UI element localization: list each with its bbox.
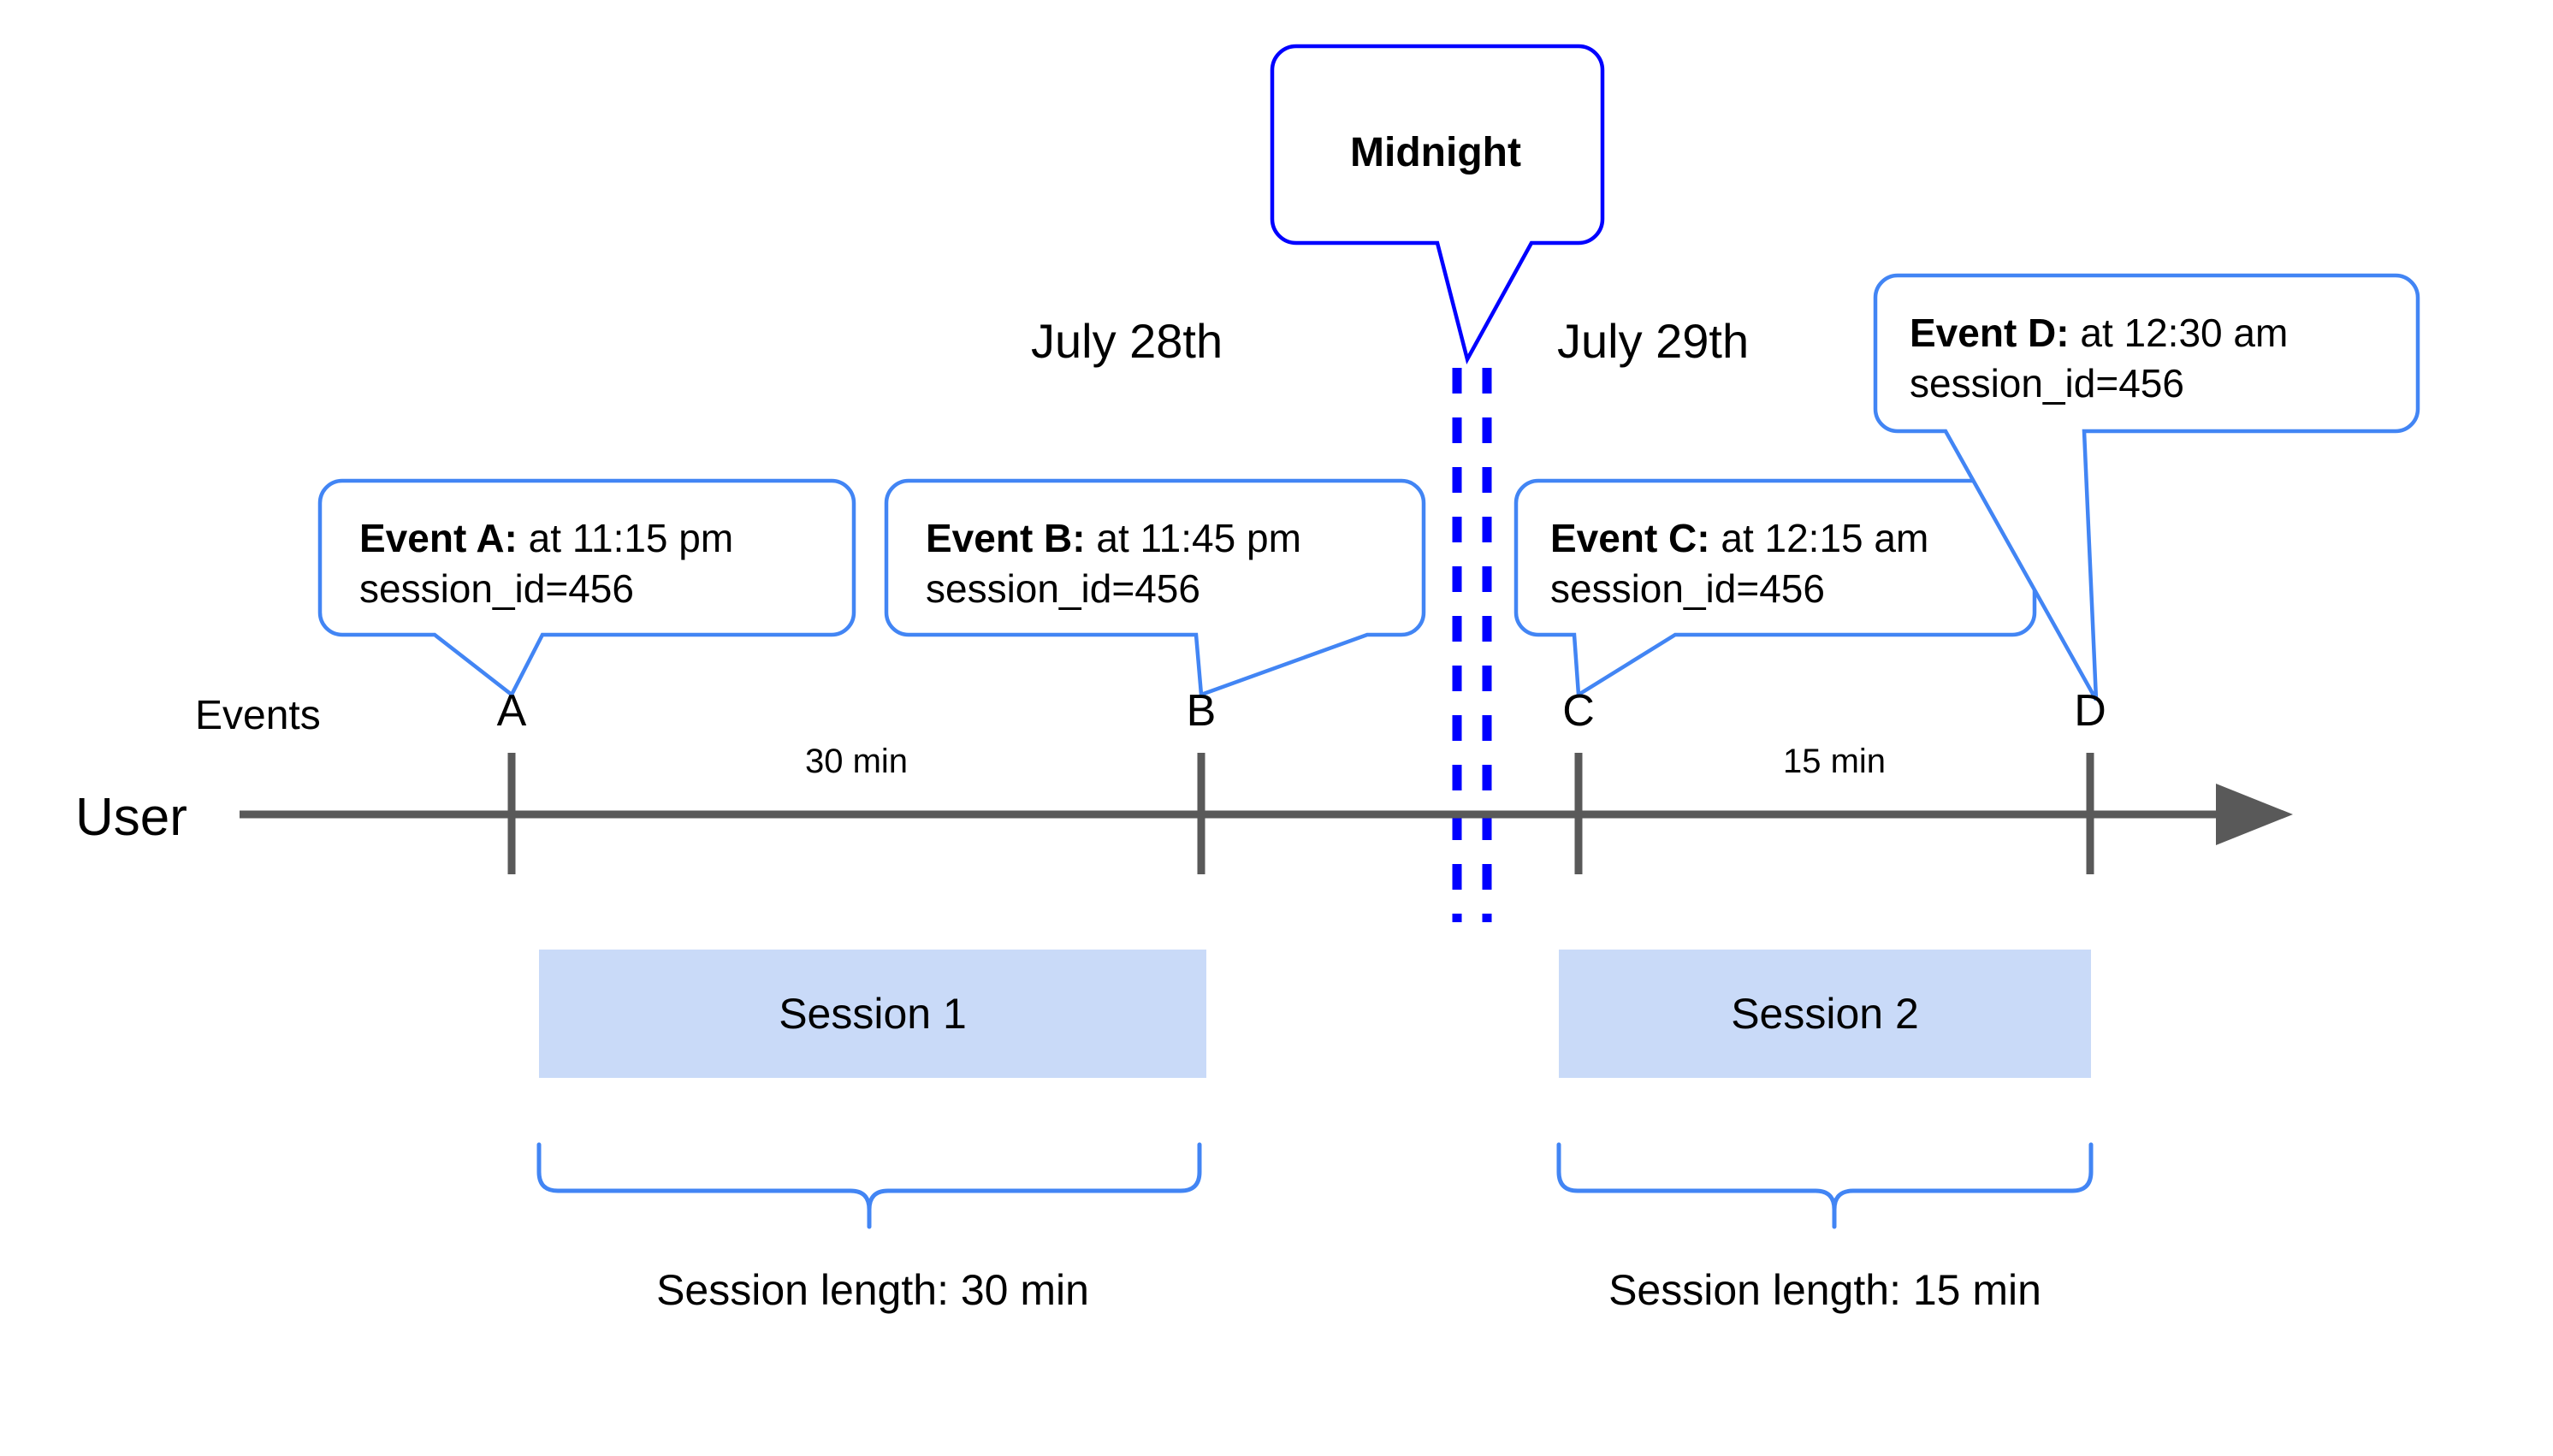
event-b-time: at 11:45 pm [1085, 516, 1301, 560]
event-a-title: Event A: [359, 516, 518, 560]
event-b-detail: session_id=456 [926, 565, 1200, 611]
midnight-callout-shape [1270, 44, 1605, 365]
session-2-length-label: Session length: 15 min [1608, 1266, 2041, 1314]
event-c-time: at 12:15 am [1709, 516, 1929, 560]
session-2-brace [1556, 1142, 2094, 1229]
session-1-brace [536, 1142, 1202, 1229]
event-b-title: Event B: [926, 516, 1086, 560]
event-a-detail: session_id=456 [359, 565, 634, 611]
event-a-time: at 11:15 pm [517, 516, 734, 560]
marker-label-c: C [1562, 686, 1595, 736]
midnight-dashed-lines [1452, 368, 1492, 922]
event-a-callout-text: Event A: at 11:15 pm session_id=456 [359, 513, 733, 614]
events-row-label: Events [195, 693, 321, 738]
session-2-bar-label: Session 2 [1731, 990, 1919, 1038]
event-b-callout-text: Event B: at 11:45 pm session_id=456 [926, 513, 1301, 614]
gap-label-15min: 15 min [1782, 743, 1887, 780]
gap-label-30min: 30 min [804, 743, 909, 780]
marker-label-b: B [1186, 686, 1217, 736]
session-1-bar-label: Session 1 [779, 990, 967, 1038]
event-d-title: Event D: [1910, 311, 2070, 355]
event-d-time: at 12:30 am [2069, 311, 2289, 355]
event-d-callout-text: Event D: at 12:30 am session_id=456 [1910, 308, 2288, 409]
event-c-callout-text: Event C: at 12:15 am session_id=456 [1550, 513, 1928, 614]
marker-label-d: D [2074, 686, 2106, 736]
event-d-detail: session_id=456 [1910, 360, 2184, 405]
marker-label-a: A [496, 686, 527, 736]
session-1-bar[interactable]: Session 1 [539, 950, 1206, 1078]
event-c-title: Event C: [1550, 516, 1710, 560]
session-1-length-label: Session length: 30 min [656, 1266, 1089, 1314]
date-label-left: July 28th [1031, 314, 1223, 368]
date-label-right: July 29th [1557, 314, 1750, 368]
session-2-bar[interactable]: Session 2 [1559, 950, 2091, 1078]
midnight-label: Midnight [1350, 130, 1521, 175]
user-row-label: User [75, 788, 187, 847]
event-c-detail: session_id=456 [1550, 565, 1825, 611]
